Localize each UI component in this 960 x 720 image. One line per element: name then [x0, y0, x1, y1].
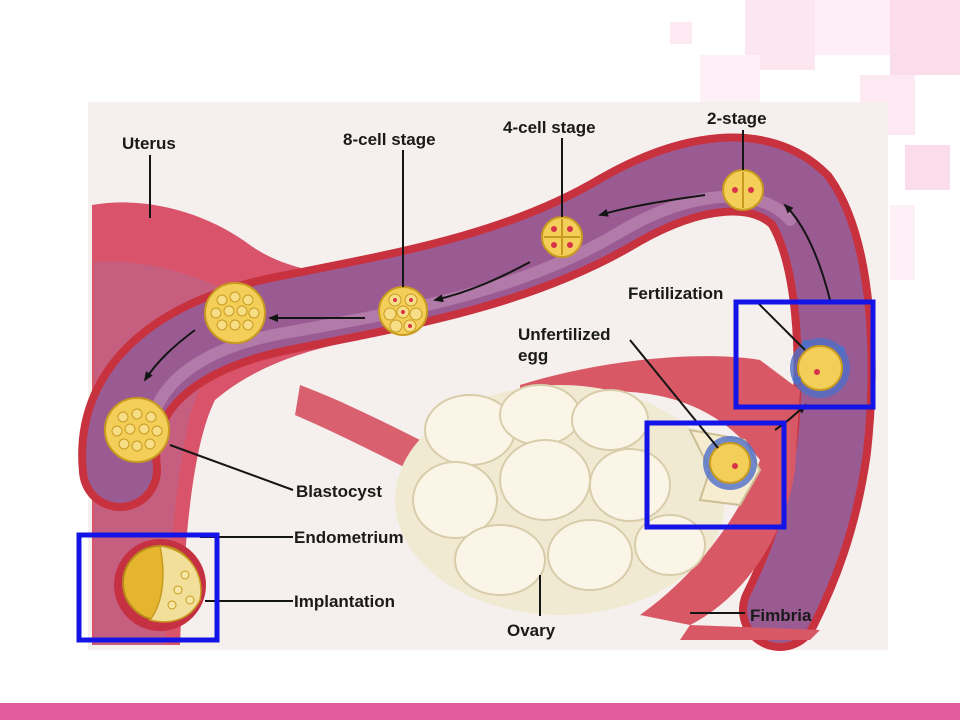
highlight-box-fertilization — [733, 299, 876, 410]
fertilization-label: Fertilization — [628, 284, 723, 303]
highlight-box-unfertilized-egg — [644, 420, 787, 530]
implanting-embryo — [114, 539, 206, 631]
four-cell-stage-label: 4-cell stage — [503, 118, 596, 137]
path-arrow — [433, 261, 531, 303]
unfertilized-egg-label-line1: Unfertilized — [518, 325, 611, 344]
leader-line — [169, 444, 294, 491]
path-arrow — [143, 329, 196, 382]
blastocyst-embryo — [104, 397, 170, 463]
corner-square-decoration — [890, 0, 960, 75]
ovary-label: Ovary — [507, 621, 556, 640]
two-cell-embryo — [722, 169, 764, 211]
endometrium-label: Endometrium — [294, 528, 404, 547]
unfertilized-egg-cell — [703, 436, 757, 490]
path-arrow — [598, 194, 706, 217]
leader-line — [754, 299, 806, 351]
fimbria-label: Fimbria — [750, 606, 812, 625]
fallopian-tube-highlight — [144, 190, 796, 446]
uterus-label: Uterus — [122, 134, 176, 153]
leader-line — [629, 339, 719, 449]
unfertilized-egg-label-line2: egg — [518, 346, 548, 365]
corner-square-decoration — [890, 205, 915, 280]
corner-square-decoration — [700, 55, 760, 105]
four-cell-embryo — [541, 216, 583, 258]
bottom-accent-bar — [0, 703, 960, 720]
ovarian-ligament — [295, 385, 420, 470]
corner-square-decoration — [905, 145, 950, 190]
fimbria-fringe — [680, 625, 820, 640]
fertilized-egg — [790, 338, 850, 398]
eight-cell-stage-label: 8-cell stage — [343, 130, 436, 149]
corner-square-decoration — [670, 22, 692, 44]
blastocyst-label: Blastocyst — [296, 482, 382, 501]
implantation-label: Implantation — [294, 592, 395, 611]
corner-square-decoration — [815, 0, 890, 55]
eight-cell-embryo — [378, 286, 428, 336]
ovary-shape — [395, 384, 725, 615]
two-stage-label: 2-stage — [707, 109, 767, 128]
morula — [204, 282, 266, 344]
highlight-box-implantation — [76, 532, 220, 643]
path-arrow — [783, 203, 831, 301]
